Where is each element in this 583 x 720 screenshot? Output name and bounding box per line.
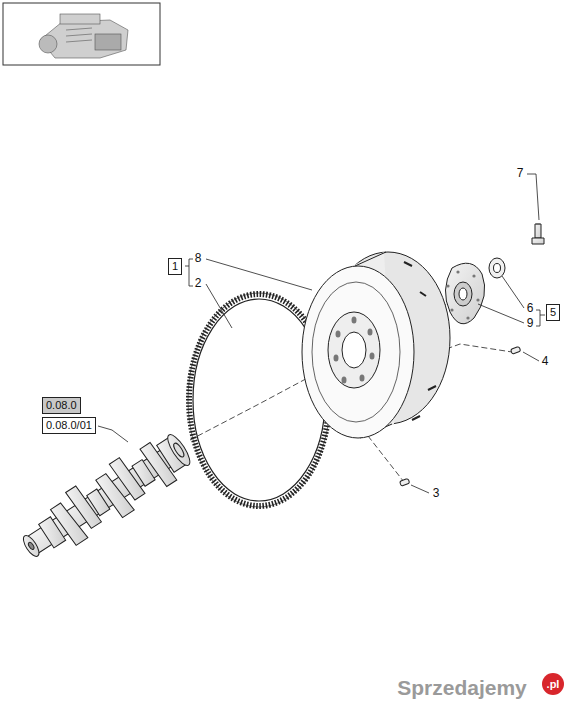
reference-box: 1 — [168, 258, 182, 275]
callout-number: 3 — [433, 486, 440, 500]
thumbnail — [3, 3, 160, 65]
callout-number: 9 — [527, 316, 534, 330]
reference-text: 0.08.0/01 — [46, 419, 92, 431]
reference-text: 0.08.0 — [46, 399, 77, 411]
dowel-pin — [400, 346, 521, 486]
reference-box: 5 — [546, 304, 560, 321]
watermark: Sprzedajemy — [397, 676, 527, 700]
callout-number: 2 — [195, 276, 202, 290]
reference-box: 0.08.0 — [42, 397, 81, 414]
callout-number: 7 — [517, 166, 524, 180]
callout-number: 4 — [542, 354, 549, 368]
hub-flange — [445, 258, 505, 324]
reference-box: 0.08.0/01 — [42, 417, 96, 434]
callout-number: 6 — [527, 301, 534, 315]
flywheel — [302, 252, 450, 438]
reference-text: 5 — [550, 306, 556, 318]
leader-line — [98, 174, 545, 493]
watermark-badge: .pl — [542, 673, 564, 695]
callout-number: 8 — [195, 251, 202, 265]
reference-text: 1 — [172, 260, 178, 272]
crankshaft — [13, 425, 198, 570]
bolt — [532, 224, 544, 244]
